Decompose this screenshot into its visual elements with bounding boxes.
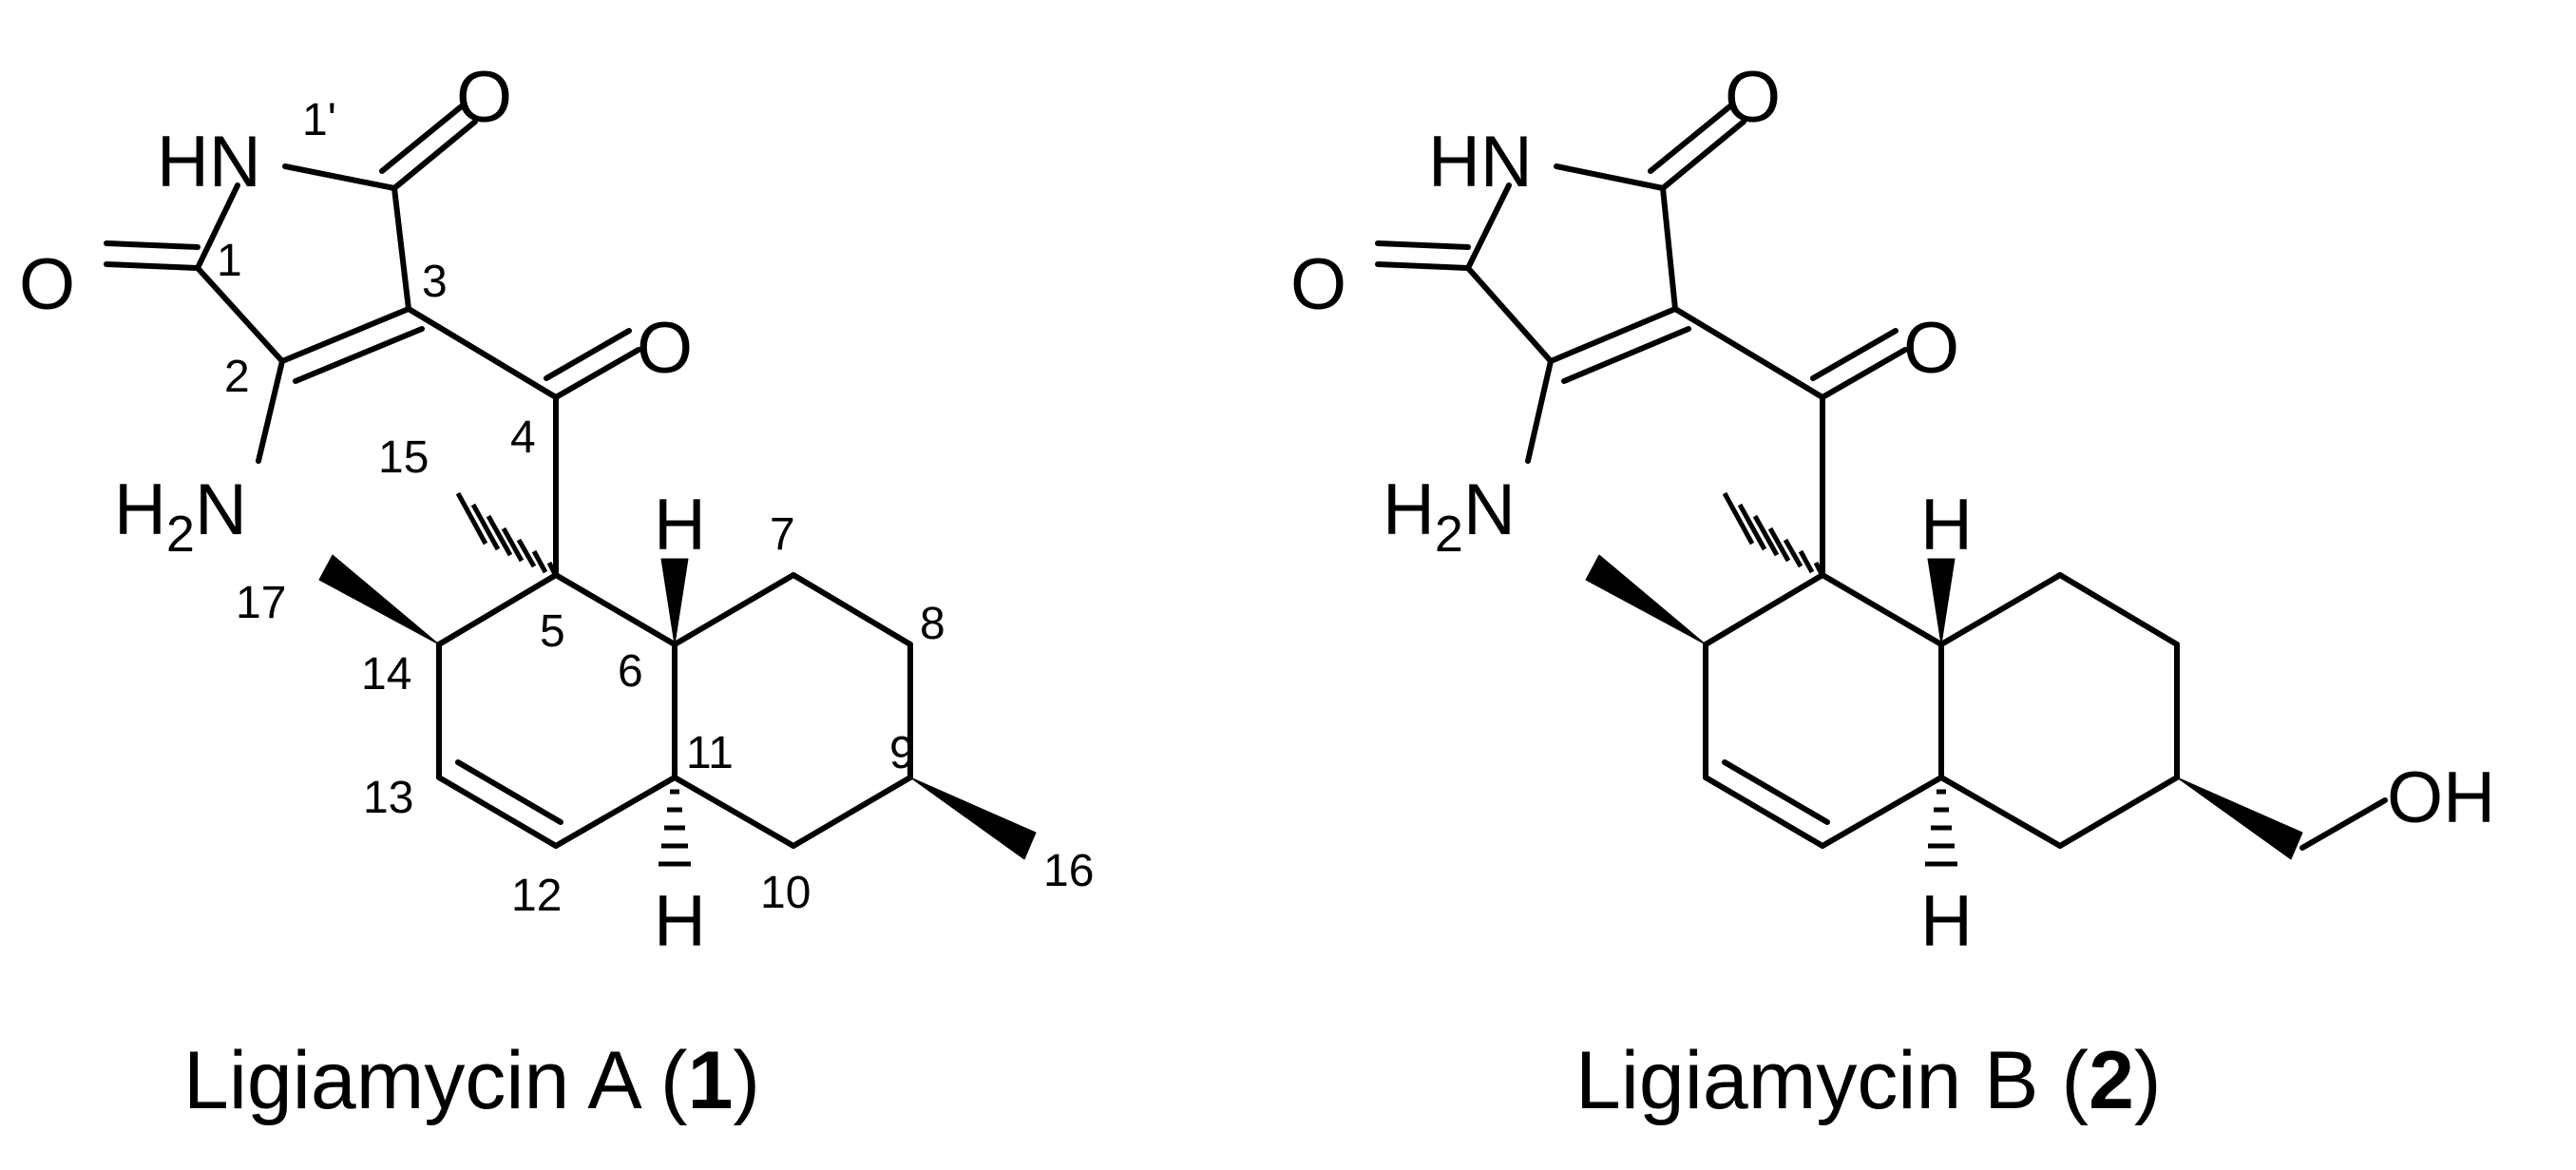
amine-label: H2N — [114, 470, 247, 563]
nh-label: HN — [157, 122, 261, 202]
locant: 14 — [361, 649, 411, 700]
locant: 16 — [1043, 846, 1094, 896]
oxygen-label: O — [19, 244, 75, 325]
compound-a-bonds — [104, 102, 913, 849]
hydrogen-label: H — [654, 485, 706, 566]
oxygen-label: O — [637, 308, 693, 389]
locant: 12 — [511, 871, 562, 921]
nh-label: HN — [1428, 122, 1533, 202]
compound-b-caption: Ligiamycin B (2) — [1575, 1035, 2162, 1126]
oxygen-label: O — [1725, 57, 1781, 138]
compound-b-bonds — [1375, 102, 2388, 851]
locant: 7 — [770, 509, 795, 560]
hydrogen-label: H — [1920, 485, 1973, 566]
locant: 6 — [618, 646, 643, 697]
amine-label: H2N — [1383, 470, 1516, 563]
hydrogen-label: H — [1920, 881, 1973, 962]
compound-a-caption: Ligiamycin A (1) — [183, 1035, 760, 1126]
locant: 3 — [422, 257, 448, 307]
compound-a-structure: HN O O O H2N H H 1' 1 2 3 4 5 6 7 8 9 10… — [19, 57, 1094, 1126]
locant: 1' — [302, 95, 336, 145]
oxygen-label: O — [456, 57, 512, 138]
oxygen-label: O — [1290, 244, 1346, 325]
hydroxyl-label: OH — [2387, 758, 2495, 838]
compound-a-locants: 1' 1 2 3 4 5 6 7 8 9 10 11 12 13 14 15 1… — [217, 95, 1094, 921]
compound-a-atom-labels: HN O O O H2N H H — [19, 57, 706, 962]
locant: 5 — [540, 606, 565, 657]
locant: 13 — [363, 773, 413, 823]
compound-b-atom-labels: HN O O O H2N H H OH — [1290, 57, 2495, 962]
oxygen-label: O — [1903, 308, 1959, 389]
compound-b-structure: HN O O O H2N H H OH Ligiamycin B (2) — [1290, 57, 2495, 1126]
locant: 17 — [236, 578, 286, 628]
locant: 10 — [760, 868, 811, 918]
locant: 1 — [217, 236, 242, 286]
locant: 9 — [889, 728, 915, 778]
locant: 11 — [686, 728, 734, 778]
locant: 8 — [920, 599, 945, 649]
hydrogen-label: H — [654, 881, 706, 962]
locant: 2 — [224, 352, 250, 402]
locant: 15 — [378, 432, 429, 483]
compound-a-stereo-bonds — [318, 491, 1037, 867]
compound-b-stereo-bonds — [1585, 491, 2303, 867]
locant: 4 — [510, 412, 536, 463]
